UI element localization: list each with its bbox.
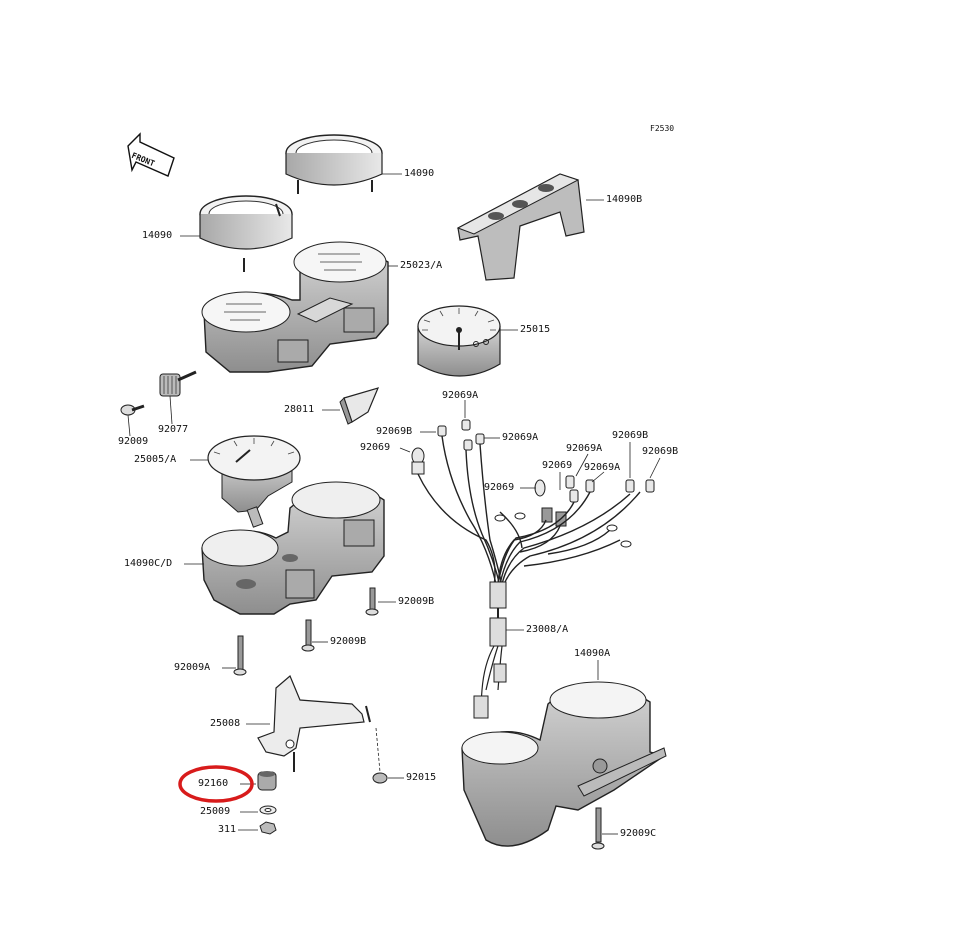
label-14090A: 14090A <box>574 648 611 659</box>
part-92009-screw <box>120 404 145 416</box>
part-92077-knob <box>159 370 197 397</box>
part-14090CD-case <box>201 481 385 615</box>
label-92069B-left: 92069B <box>376 426 413 437</box>
part-92160-grommet <box>257 771 277 791</box>
label-92009C: 92009C <box>620 828 657 839</box>
part-14090-top-ring <box>285 134 383 194</box>
label-25015: 25015 <box>520 324 551 335</box>
label-92069A-mid: 92069A <box>502 432 539 443</box>
screw-92009B-right <box>365 587 379 616</box>
label-92069-mid: 92069 <box>542 460 573 471</box>
part-25015-gauge <box>417 305 501 377</box>
label-311: 311 <box>218 824 237 835</box>
label-92069A-right1: 92069A <box>566 443 603 454</box>
screw-92009C <box>591 807 605 850</box>
label-14090B: 14090B <box>606 194 643 205</box>
label-92069-left: 92069 <box>360 442 391 453</box>
label-92069A-top: 92069A <box>442 390 479 401</box>
label-92069-wire: 92069 <box>484 482 515 493</box>
part-25009-washer <box>259 805 277 815</box>
label-92015: 92015 <box>406 772 437 783</box>
label-92009: 92009 <box>118 436 149 447</box>
label-92069B-right1: 92069B <box>612 430 649 441</box>
label-25005A: 25005/A <box>134 454 177 465</box>
part-311-nut <box>259 821 277 835</box>
label-28011: 28011 <box>284 404 315 415</box>
label-92069B-right2: 92069B <box>642 446 679 457</box>
label-23008A: 23008/A <box>526 624 569 635</box>
part-25008-bracket <box>257 675 371 772</box>
label-92009B-left: 92009B <box>330 636 367 647</box>
label-25008: 25008 <box>210 718 241 729</box>
label-92069A-right2: 92069A <box>584 462 621 473</box>
screw-92009B-left <box>301 619 315 652</box>
part-14090-left-ring <box>199 195 293 272</box>
wiring-harness <box>417 435 641 587</box>
part-14090B-bracket <box>456 173 585 281</box>
label-92009B-right: 92009B <box>398 596 435 607</box>
label-14090CD: 14090C/D <box>124 558 173 569</box>
part-92015 <box>372 727 388 784</box>
part-25005A-speedometer <box>207 435 301 528</box>
wiring-terminals <box>494 512 632 548</box>
highlight-circle <box>178 765 254 803</box>
label-92009A: 92009A <box>174 662 211 673</box>
label-14090-top: 14090 <box>404 168 435 179</box>
connector-bulbs <box>411 419 655 527</box>
part-28011 <box>339 387 380 425</box>
label-92077: 92077 <box>158 424 189 435</box>
label-25023A: 25023/A <box>400 260 443 271</box>
part-25023A-meter <box>201 241 389 373</box>
label-92160: 92160 <box>198 778 229 789</box>
part-14090A-cover <box>461 681 667 847</box>
screw-92009A <box>233 635 247 676</box>
part-23008A-harness <box>473 581 507 719</box>
label-25009: 25009 <box>200 806 231 817</box>
label-14090-left: 14090 <box>142 230 173 241</box>
diagram-code: F2530 <box>650 124 675 133</box>
front-arrow-icon <box>127 132 175 177</box>
connector-leaders <box>399 400 661 490</box>
